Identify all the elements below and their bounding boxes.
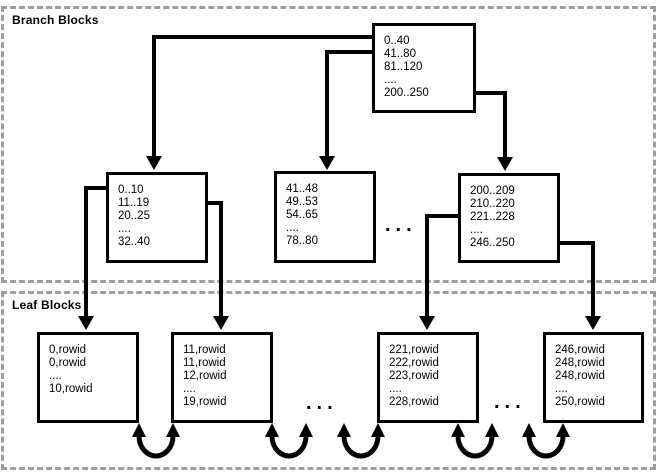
block-entry: 200..209 bbox=[470, 185, 515, 197]
block-entry: .... bbox=[384, 74, 397, 86]
block-entry: .... bbox=[555, 383, 568, 395]
block-entry: .... bbox=[49, 370, 62, 382]
arrowhead-down-icon bbox=[419, 316, 435, 330]
block-entry: 246..250 bbox=[470, 237, 515, 249]
arrow-line bbox=[425, 214, 460, 218]
block-entry: 32..40 bbox=[118, 236, 150, 248]
arrow-line bbox=[425, 214, 429, 316]
block-entry: 0..10 bbox=[118, 184, 144, 196]
arrow-line bbox=[558, 241, 595, 245]
block-entry: .... bbox=[389, 383, 402, 395]
branch-block-2: 41..48 49..53 54..65 .... 78..80 bbox=[274, 171, 376, 263]
leaf-block-3: 221,rowid 222,rowid 223,rowid .... 228,r… bbox=[377, 332, 479, 423]
block-entry: 200..250 bbox=[384, 87, 429, 99]
arrow-line bbox=[219, 201, 223, 316]
block-entry: 210..220 bbox=[470, 198, 515, 210]
arrowhead-down-icon bbox=[213, 316, 229, 330]
block-entry: .... bbox=[470, 224, 483, 236]
leaf-link-arrow-icon bbox=[337, 423, 385, 459]
leaf-ellipsis-1: ... bbox=[306, 392, 338, 414]
leaf-block-4: 246,rowid 248,rowid 248,rowid .... 250,r… bbox=[543, 332, 644, 423]
arrow-line bbox=[206, 201, 223, 205]
block-entry: 12,rowid bbox=[183, 370, 227, 382]
block-entry: 11..19 bbox=[118, 197, 150, 209]
block-entry: 0..40 bbox=[384, 35, 410, 47]
arrow-line bbox=[475, 91, 507, 95]
arrowhead-down-icon bbox=[319, 156, 335, 170]
leaf-blocks-label: Leaf Blocks bbox=[12, 298, 82, 312]
block-entry: 222,rowid bbox=[389, 357, 439, 369]
leaf-ellipsis-2: ... bbox=[494, 391, 526, 413]
arrow-line bbox=[152, 35, 156, 156]
block-entry: 54..65 bbox=[286, 209, 318, 221]
leaf-link-arrow-icon bbox=[265, 423, 313, 459]
arrow-line bbox=[591, 241, 595, 316]
block-entry: 81..120 bbox=[384, 61, 423, 73]
arrow-line bbox=[84, 186, 108, 190]
arrowhead-down-icon bbox=[146, 156, 162, 170]
block-entry: 221,rowid bbox=[389, 344, 439, 356]
arrowhead-down-icon bbox=[585, 316, 601, 330]
block-entry: 41..48 bbox=[286, 183, 318, 195]
branch-blocks-section bbox=[1, 6, 656, 283]
block-entry: .... bbox=[183, 383, 196, 395]
block-entry: 20..25 bbox=[118, 210, 150, 222]
block-entry: 78..80 bbox=[286, 235, 318, 247]
block-entry: 228,rowid bbox=[389, 396, 439, 408]
branch-block-1: 0..10 11..19 20..25 .... 32..40 bbox=[106, 172, 208, 263]
arrow-line bbox=[325, 50, 372, 54]
branch-blocks-label: Branch Blocks bbox=[12, 13, 99, 27]
root-branch-block: 0..40 41..80 81..120 .... 200..250 bbox=[372, 23, 476, 113]
block-entry: 0,rowid bbox=[49, 357, 87, 369]
leaf-block-1: 0,rowid 0,rowid .... 10,rowid bbox=[37, 332, 139, 423]
leaf-link-arrow-icon bbox=[522, 423, 570, 459]
arrow-line bbox=[325, 50, 329, 156]
branch-ellipsis: ... bbox=[385, 214, 417, 236]
arrow-line bbox=[503, 91, 507, 157]
leaf-blocks-section bbox=[1, 291, 656, 470]
block-entry: 11,rowid bbox=[183, 344, 226, 356]
block-entry: 246,rowid bbox=[555, 344, 605, 356]
block-entry: 10,rowid bbox=[49, 383, 93, 395]
arrow-line bbox=[152, 35, 372, 39]
arrowhead-down-icon bbox=[497, 157, 513, 171]
block-entry: 41..80 bbox=[384, 48, 416, 60]
branch-block-3: 200..209 210..220 221..228 .... 246..250 bbox=[458, 173, 560, 263]
block-entry: 248,rowid bbox=[555, 357, 605, 369]
block-entry: 223,rowid bbox=[389, 370, 439, 382]
block-entry: .... bbox=[286, 222, 299, 234]
block-entry: 0,rowid bbox=[49, 344, 87, 356]
block-entry: 221..228 bbox=[470, 211, 515, 223]
block-entry: 11,rowid bbox=[183, 357, 226, 369]
block-entry: 250,rowid bbox=[555, 396, 605, 408]
leaf-block-2: 11,rowid 11,rowid 12,rowid .... 19,rowid bbox=[171, 332, 273, 423]
leaf-link-arrow-icon bbox=[451, 423, 499, 459]
block-entry: .... bbox=[118, 223, 131, 235]
block-entry: 248,rowid bbox=[555, 370, 605, 382]
block-entry: 49..53 bbox=[286, 196, 318, 208]
arrowhead-down-icon bbox=[78, 316, 94, 330]
block-entry: 19,rowid bbox=[183, 396, 227, 408]
leaf-link-arrow-icon bbox=[132, 423, 180, 459]
arrow-line bbox=[84, 186, 88, 316]
